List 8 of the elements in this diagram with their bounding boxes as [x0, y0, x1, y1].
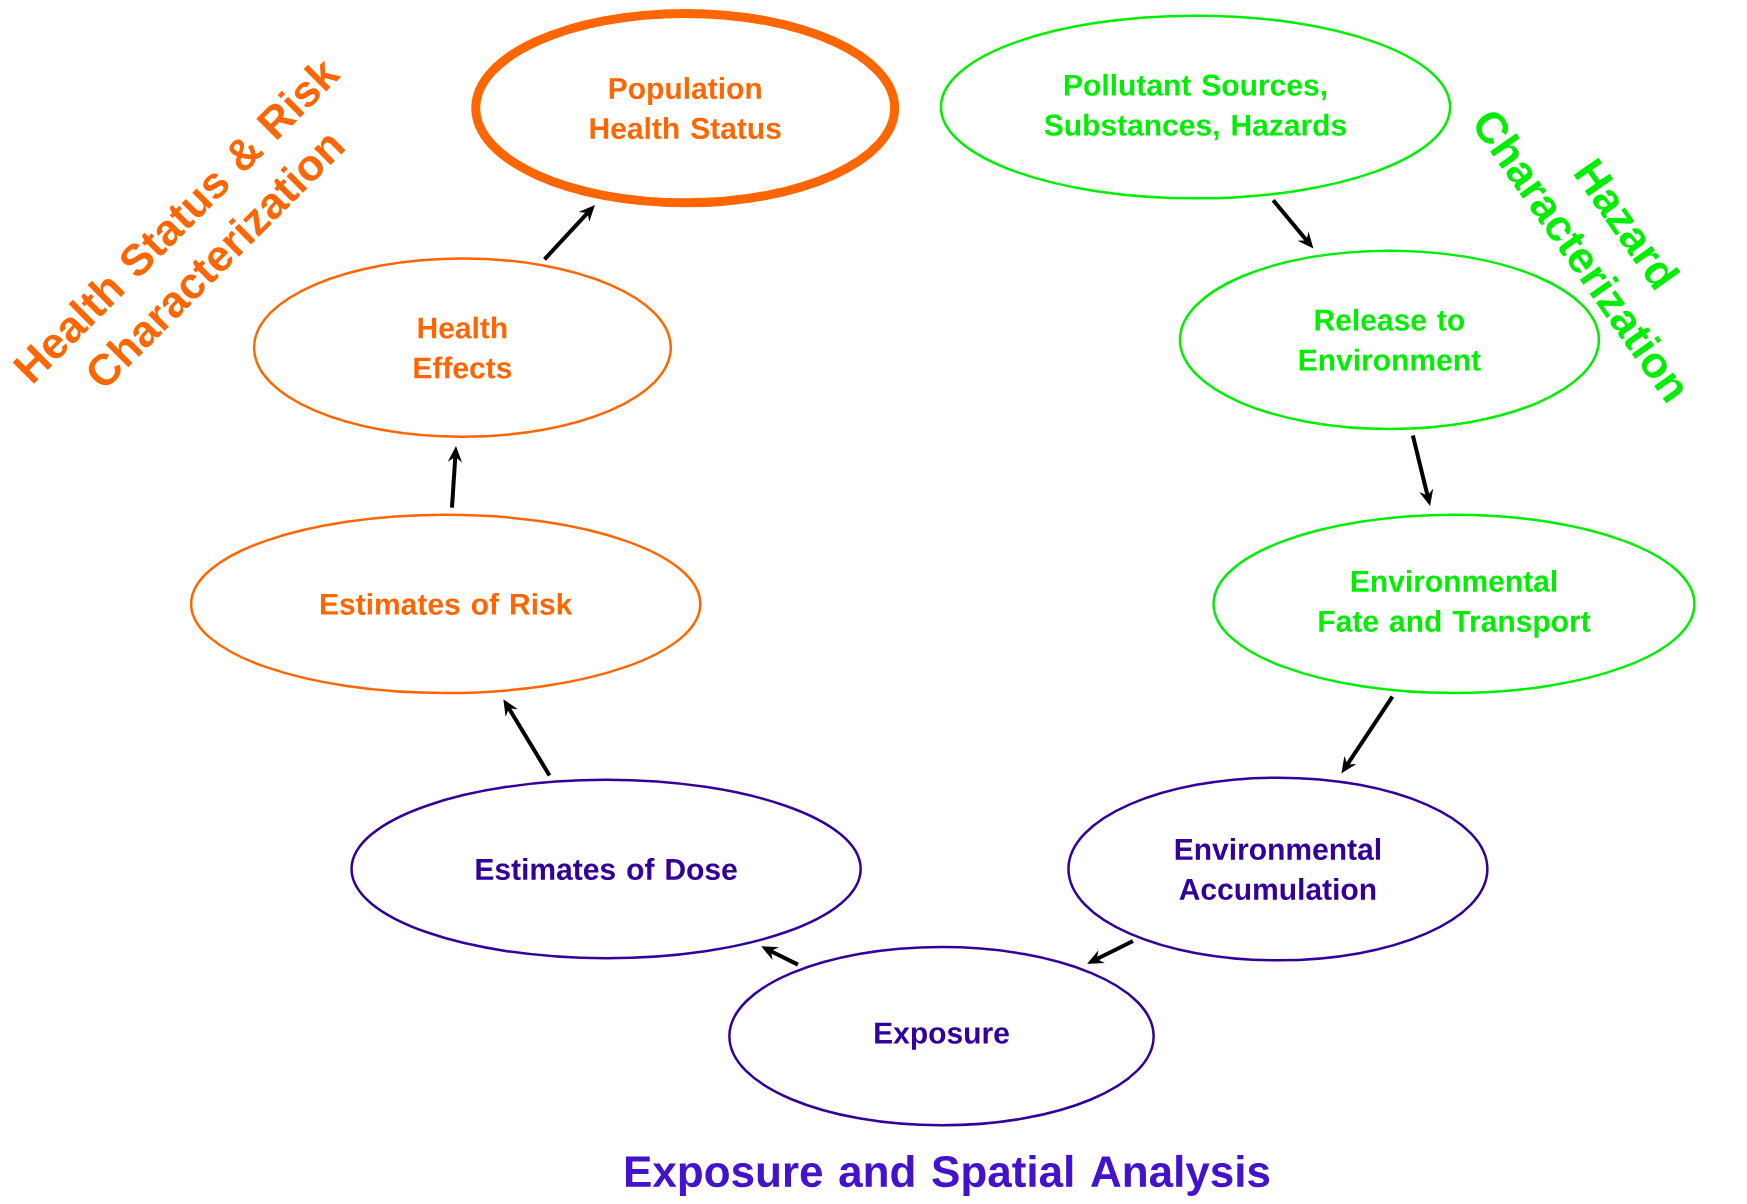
ellipse-node: Environmental Fate and Transport — [1212, 513, 1696, 695]
ellipse-node: Population Health Status — [471, 8, 900, 208]
ellipse-node: Health Effects — [252, 257, 672, 438]
ellipse-node: Pollutant Sources, Substances, Hazards — [939, 14, 1452, 200]
ellipse-node: Estimates of Risk — [189, 513, 702, 695]
ellipse-node: Exposure — [728, 945, 1155, 1127]
ellipse-node: Estimates of Dose — [350, 778, 862, 960]
ellipse-node: Environmental Accumulation — [1067, 776, 1489, 962]
